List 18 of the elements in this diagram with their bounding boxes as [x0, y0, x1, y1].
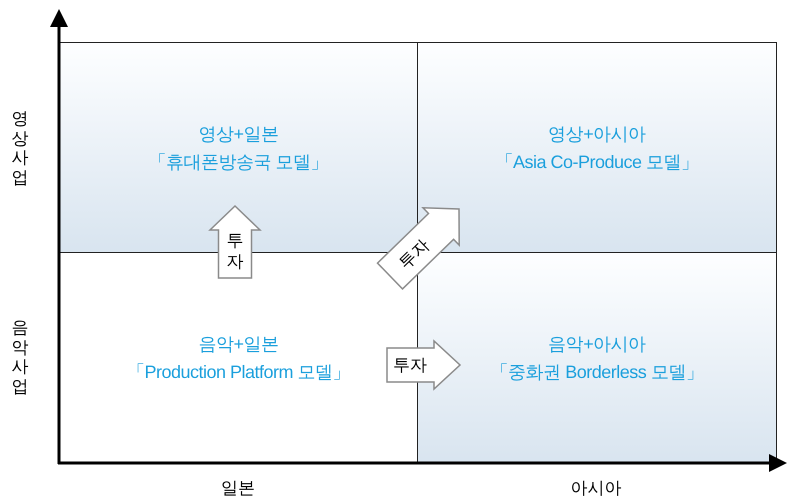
model-name: 「휴대폰방송국 모델」	[148, 150, 328, 172]
x-axis-label: 아시아	[570, 480, 622, 496]
model-name: 「Asia Co-Produce 모델」	[495, 150, 699, 172]
y-axis-label: 영상사업	[12, 108, 28, 188]
model-name: 「Production Platform 모델」	[126, 361, 350, 383]
quadrant-title: 음악+일본	[198, 333, 278, 355]
edge-label: 투자	[226, 230, 244, 272]
quadrant-title: 음악+아시아	[548, 333, 646, 355]
block-arrow	[208, 204, 262, 279]
quadrant-title: 영상+일본	[198, 122, 278, 144]
model-name: 「중화권 Borderless 모델」	[490, 361, 704, 383]
block-arrow	[386, 339, 462, 391]
quadrant-title: 영상+아시아	[548, 122, 646, 144]
block-arrow	[376, 206, 460, 290]
y-axis-label: 음악사업	[12, 318, 28, 396]
edge-label: 투자	[393, 356, 427, 374]
x-axis-label: 일본	[221, 480, 255, 496]
edge-label: 투자	[396, 236, 432, 272]
